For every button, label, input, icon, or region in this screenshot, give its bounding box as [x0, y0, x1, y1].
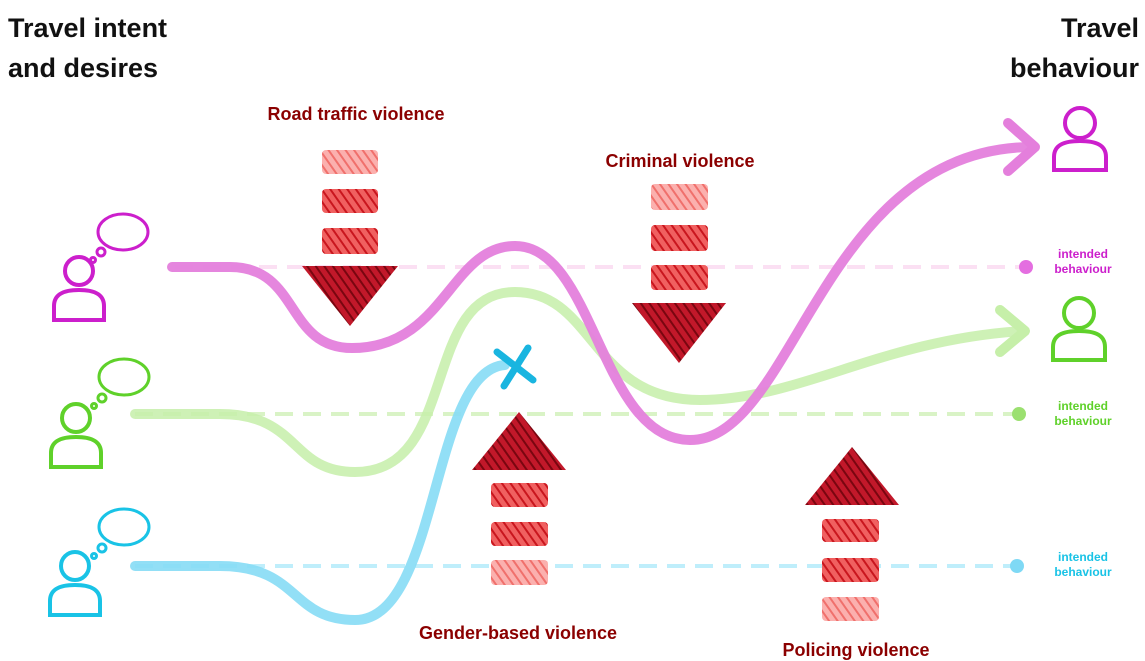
heading-right-line-1: Travel	[1060, 13, 1139, 43]
person-icon-green-end	[1051, 296, 1107, 362]
intended-label-green-line-1: intended	[1058, 399, 1108, 413]
heading-travel-intent: Travel intent and desires	[8, 8, 167, 88]
intended-label-green: intended behaviour	[1048, 399, 1118, 429]
intended-label-cyan-line-2: behaviour	[1054, 565, 1112, 579]
hatched-arrow-icon-road-traffic	[302, 150, 398, 326]
path-magenta	[167, 142, 1035, 445]
cross-icon	[493, 344, 537, 390]
person-icon-magenta-start	[52, 255, 106, 322]
hatched-arrow-icon-gender-based	[472, 412, 566, 585]
person-icon-cyan-start	[48, 550, 102, 617]
path-green	[130, 287, 1027, 477]
thought-bubble-icon-cyan	[90, 507, 151, 560]
heading-travel-behaviour: Travel behaviour	[1010, 8, 1139, 88]
intended-dot-cyan	[1010, 559, 1024, 573]
arrow-right-icon-green	[995, 305, 1030, 357]
hatched-arrow-icon-policing	[805, 447, 899, 621]
label-gender-based-violence: Gender-based violence	[418, 623, 618, 643]
label-criminal-violence: Criminal violence	[605, 151, 755, 171]
hatched-arrow-icon-criminal	[632, 184, 726, 363]
intended-dot-magenta	[1019, 260, 1033, 274]
intended-label-magenta: intended behaviour	[1048, 247, 1118, 277]
person-icon-green-start	[49, 402, 103, 469]
intended-dot-green	[1012, 407, 1026, 421]
traveller-paths	[130, 142, 1035, 625]
intended-label-cyan: intended behaviour	[1048, 550, 1118, 580]
thought-bubble-icon-green	[90, 357, 151, 410]
label-road-traffic-violence: Road traffic violence	[267, 104, 445, 124]
heading-left-line-2: and desires	[8, 53, 159, 83]
arrow-right-icon-magenta	[1003, 118, 1040, 176]
heading-left-line-1: Travel intent	[8, 13, 168, 43]
thought-bubble-icon-magenta	[89, 212, 150, 264]
intended-label-green-line-2: behaviour	[1054, 414, 1112, 428]
intended-label-cyan-line-1: intended	[1058, 550, 1108, 564]
label-policing-violence: Policing violence	[782, 640, 930, 660]
heading-right-line-2: behaviour	[1009, 53, 1139, 83]
path-cyan	[130, 360, 510, 625]
intended-label-magenta-line-1: intended	[1058, 247, 1108, 261]
intended-label-magenta-line-2: behaviour	[1054, 262, 1112, 276]
person-icon-magenta-end	[1052, 106, 1108, 172]
